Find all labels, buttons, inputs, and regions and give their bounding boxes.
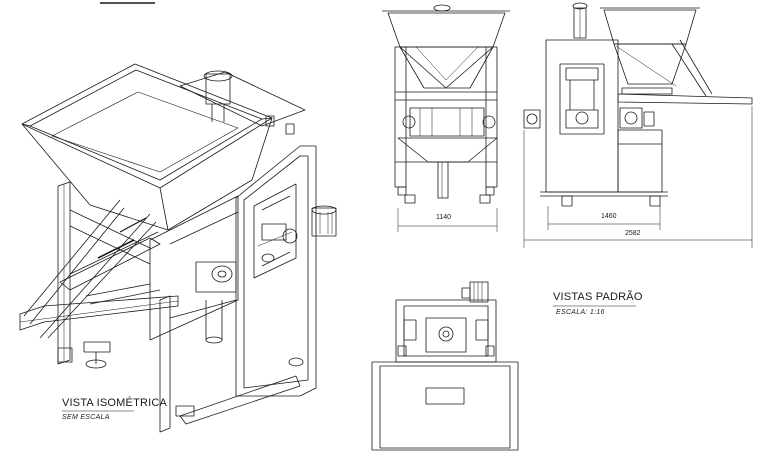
dimension-side-width: 1460 — [601, 213, 617, 220]
dimension-overall-length: 2582 — [625, 230, 641, 237]
isometric-view-title: VISTA ISOMÉTRICA — [62, 397, 168, 409]
top-view-drawing — [371, 281, 519, 451]
dimension-front-width: 1140 — [436, 214, 452, 221]
isometric-view-drawing — [19, 63, 337, 433]
side-view-drawing — [523, 2, 753, 248]
standard-views-scale: ESCALA: 1:16 — [556, 309, 605, 316]
isometric-view-scale: SEM ESCALA — [62, 414, 110, 421]
standard-views-title: VISTAS PADRÃO — [553, 291, 643, 303]
front-view-drawing — [382, 4, 510, 232]
